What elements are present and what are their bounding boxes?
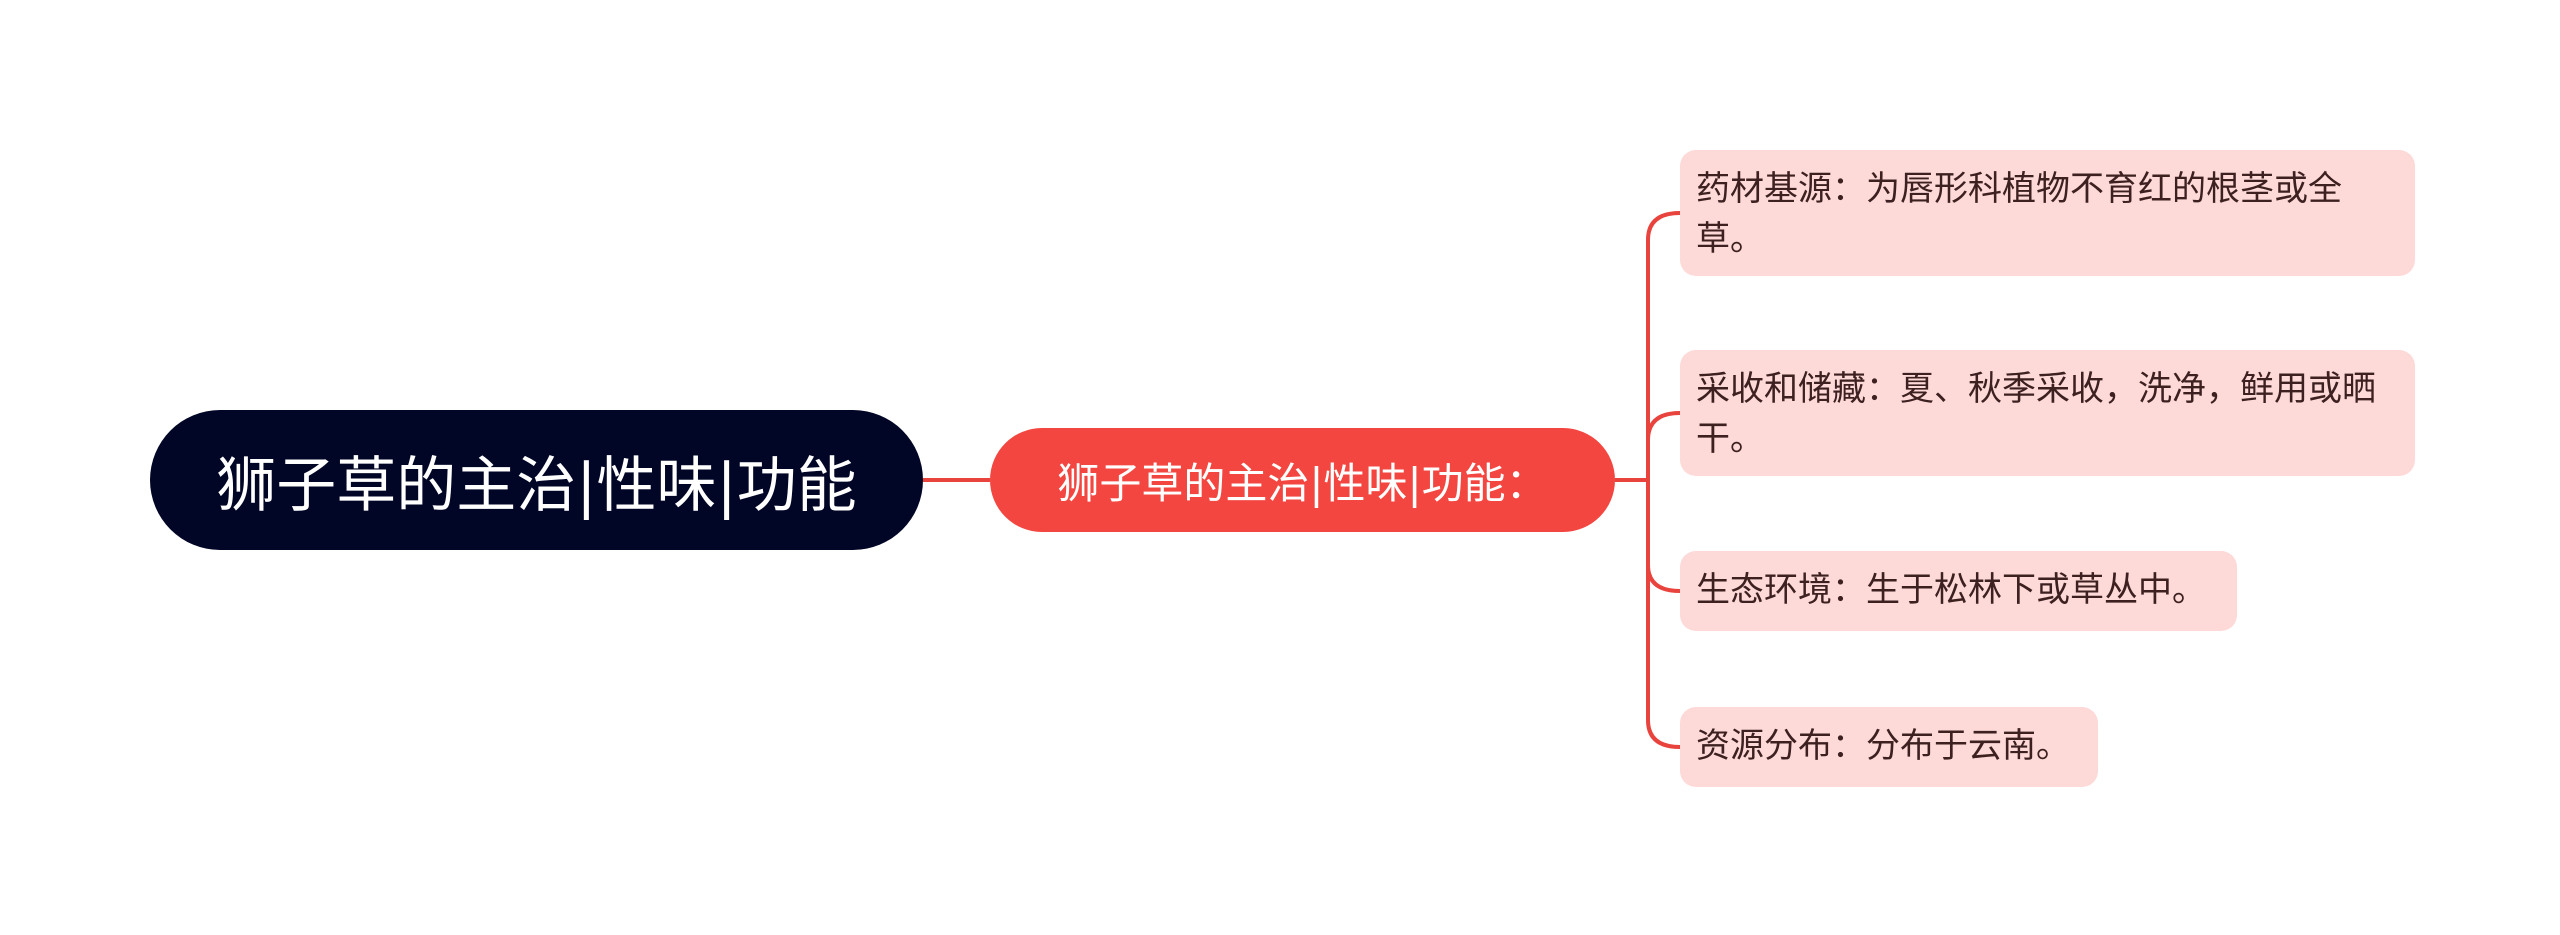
- leaf-connector-2: [1646, 411, 1681, 480]
- root-topic-label: 狮子草的主治|性味|功能: [216, 450, 857, 521]
- leaf-topic-distribution[interactable]: 资源分布：分布于云南。: [1680, 707, 2098, 787]
- leaf-connector-1: [1646, 211, 1681, 480]
- leaf-topic-habitat[interactable]: 生态环境：生于松林下或草丛中。: [1680, 551, 2237, 631]
- leaf-topic-label: 生态环境：生于松林下或草丛中。: [1696, 570, 2206, 610]
- leaf-topic-label: 采收和储藏：夏、秋季采收，洗净，鲜用或晒干。: [1696, 369, 2376, 459]
- leaf-topic-label: 资源分布：分布于云南。: [1696, 726, 2070, 766]
- root-topic-node[interactable]: 狮子草的主治|性味|功能: [150, 410, 923, 550]
- leaf-topic-harvest[interactable]: 采收和储藏：夏、秋季采收，洗净，鲜用或晒干。: [1680, 350, 2415, 476]
- leaf-topic-source[interactable]: 药材基源：为唇形科植物不育红的根茎或全草。: [1680, 150, 2415, 276]
- leaf-topic-label: 药材基源：为唇形科植物不育红的根茎或全草。: [1696, 169, 2342, 259]
- leaf-connector-4: [1646, 480, 1681, 749]
- branch-topic-node[interactable]: 狮子草的主治|性味|功能：: [990, 428, 1615, 532]
- leaf-connector-3: [1646, 480, 1681, 593]
- branch-topic-label: 狮子草的主治|性味|功能：: [1057, 458, 1548, 508]
